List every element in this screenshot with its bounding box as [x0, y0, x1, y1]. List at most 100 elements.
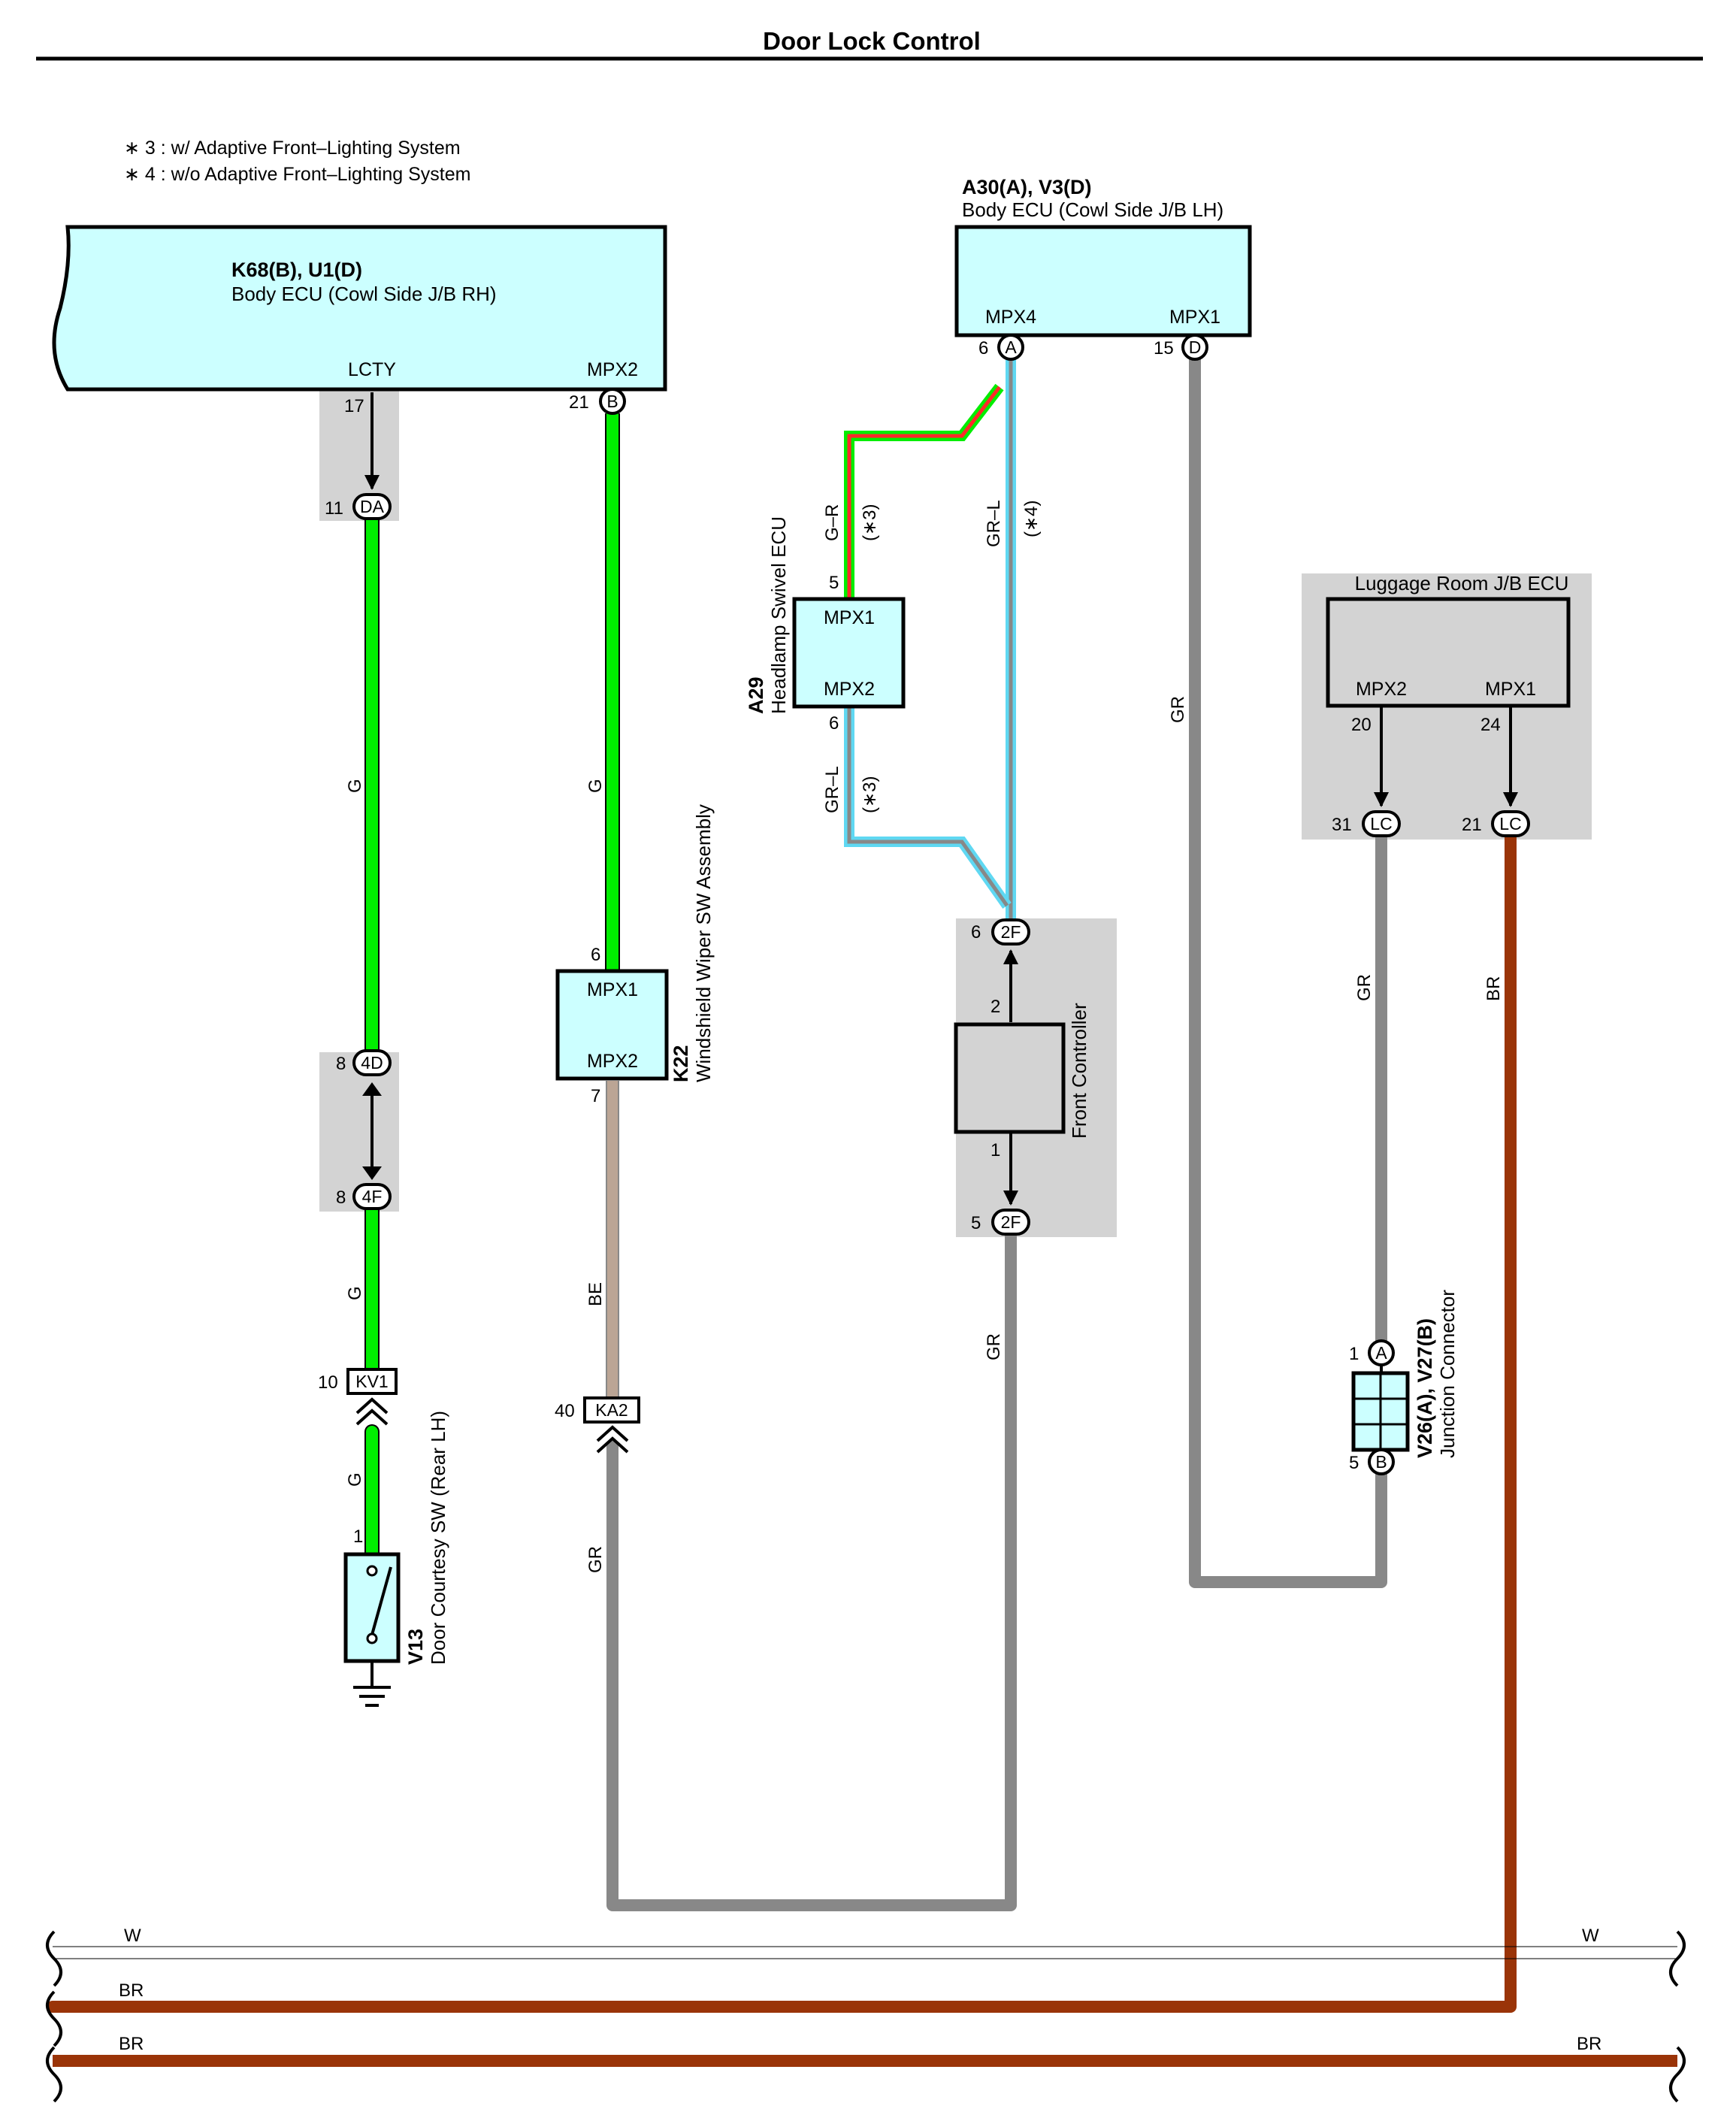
junction-connector — [1351, 1364, 1410, 1458]
bus-label-w-right: W — [1582, 1926, 1599, 1946]
bus-labels: W W BR BR BR — [119, 1926, 1601, 2054]
switch-contact-bottom — [366, 1632, 378, 1644]
page-title: Door Lock Control — [763, 27, 981, 55]
conn-da-label: DA — [360, 497, 385, 516]
conn-d-lh-label: D — [1189, 337, 1202, 357]
wire-label-note4: (∗4) — [1021, 501, 1042, 537]
pin-ka2: 40 — [555, 1401, 575, 1421]
wire-label-br-lc: BR — [1483, 976, 1504, 1001]
conn-lc-left-label: LC — [1370, 814, 1392, 834]
wire-label-g3: G — [345, 1472, 365, 1487]
wire-label-gr-d: GR — [1168, 696, 1188, 723]
conn-4d-label: 4D — [361, 1053, 383, 1073]
pin-fc-top: 6 — [971, 922, 981, 942]
conn-kv1 — [346, 1368, 398, 1395]
wire-gr-l-headlamp — [844, 706, 1012, 909]
wiper-sw-code: K22 — [670, 1045, 692, 1082]
pin-numbers: 17 11 21 8 8 10 1 6 7 40 6 15 5 6 6 2 1 … — [318, 338, 1501, 1547]
wire-label-gr-l-hl: GR–L — [822, 766, 842, 813]
luggage-ecu-pin-mpx1: MPX1 — [1485, 679, 1536, 700]
bus-break-right-2 — [1669, 2046, 1686, 2103]
wire-label-g2: G — [345, 1286, 365, 1300]
conn-kv1-label: KV1 — [355, 1372, 388, 1391]
note-3: ∗ 3 : w/ Adaptive Front–Lighting System — [124, 138, 461, 159]
conn-lc-right-label: LC — [1499, 814, 1521, 834]
wire-g-r — [844, 383, 1004, 598]
wiper-sw-pin-mpx2: MPX2 — [587, 1051, 638, 1072]
body-ecu-lh-pin-mpx1: MPX1 — [1169, 307, 1220, 328]
wire-g-r-stripe — [847, 386, 1001, 598]
connector-labels: DA 4D 4F 2F 2F LC LC B A D A B KV1 KA2 — [355, 337, 1521, 1472]
bus-label-br2-right: BR — [1577, 2034, 1601, 2054]
bus-break-left-3 — [46, 2046, 62, 2103]
conn-lc-right — [1491, 810, 1530, 837]
body-ecu-lh-name: Body ECU (Cowl Side J/B LH) — [962, 198, 1223, 221]
luggage-ecu-box — [1326, 597, 1571, 708]
conn-2f-top-label: 2F — [1001, 922, 1021, 942]
pin-mpx2-rh: 21 — [569, 392, 589, 413]
conn-ka2 — [583, 1396, 640, 1424]
conn-da — [352, 493, 392, 520]
connector-pills — [346, 334, 1530, 1475]
conn-2f-bot-label: 2F — [1001, 1212, 1021, 1232]
conn-jc-b-label: B — [1375, 1452, 1387, 1472]
wire-label-gr-fc: GR — [984, 1333, 1004, 1360]
luggage-ecu-name: Luggage Room J/B ECU — [1355, 572, 1569, 595]
conn-4f — [352, 1183, 392, 1210]
conn-2f-top — [991, 918, 1030, 946]
wire-labels: G G G G BE GR G–R (∗3) GR–L (∗4) GR–L (∗… — [345, 500, 1504, 1573]
wire-gr-mpx1-loop — [1189, 353, 1387, 1588]
pin-lc-right: 21 — [1462, 815, 1482, 835]
junction-connector-name: Junction Connector — [1436, 1290, 1459, 1458]
pin-fc-1: 1 — [990, 1140, 1000, 1160]
courtesy-switch — [343, 1552, 401, 1707]
body-ecu-lh-pin-mpx4: MPX4 — [985, 307, 1036, 328]
ka2-chevron-1 — [596, 1425, 629, 1442]
body-ecu-rh-code: K68(B), U1(D) — [231, 259, 362, 281]
pin-lug-mpx1: 24 — [1480, 715, 1501, 735]
wire-br-lc — [47, 832, 1517, 2013]
body-ecu-lh-code: A30(A), V3(D) — [962, 176, 1092, 198]
wiper-sw-name: Windshield Wiper SW Assembly — [692, 804, 715, 1082]
wire-label-be: BE — [585, 1282, 606, 1306]
wire-label-gr-lc: GR — [1354, 974, 1375, 1001]
kv1-chevron-1 — [355, 1397, 389, 1414]
wire-gr-ka2-loop — [606, 1227, 1017, 1911]
arrowhead-4f-down — [362, 1166, 382, 1180]
conn-a-lh-label: A — [1005, 337, 1017, 357]
switch-blade — [370, 1566, 392, 1635]
pin-lug-mpx2: 20 — [1351, 715, 1372, 735]
conn-jc-a-label: A — [1375, 1343, 1387, 1363]
double-arrowheads — [362, 1082, 382, 1180]
headlamp-swivel-pin-mpx1: MPX1 — [824, 607, 875, 628]
conn-4d — [352, 1049, 392, 1076]
bus-break-left-2 — [46, 1990, 62, 2047]
conn-ka2-label: KA2 — [595, 1400, 628, 1420]
pin-hl-in: 5 — [829, 573, 839, 593]
front-controller-box — [954, 1022, 1066, 1134]
conn-2f-bot — [991, 1209, 1030, 1236]
bus-label-br2-left: BR — [119, 2034, 144, 2054]
wiper-sw-box — [555, 969, 669, 1081]
conn-4f-label: 4F — [362, 1187, 383, 1206]
conn-a-lh — [997, 334, 1024, 361]
conn-b-rh-label: B — [606, 392, 618, 411]
headlamp-swivel-name: Headlamp Swivel ECU — [767, 516, 790, 714]
pin-fc-bot: 5 — [971, 1213, 981, 1233]
headlamp-swivel-pin-mpx2: MPX2 — [824, 679, 875, 700]
pin-lc-left: 31 — [1332, 815, 1352, 835]
conn-lc-left — [1362, 810, 1401, 837]
wire-label-note3b: (∗3) — [860, 776, 880, 813]
bus-break-left-1 — [46, 1930, 62, 1987]
luggage-ecu-pin-mpx2: MPX2 — [1356, 679, 1407, 700]
junction-connector-code: V26(A), V27(B) — [1414, 1318, 1436, 1458]
kv1-chevron-2 — [355, 1408, 389, 1426]
ka2-chevron-2 — [596, 1436, 629, 1454]
courtesy-sw-name: Door Courtesy SW (Rear LH) — [427, 1411, 449, 1665]
courtesy-sw-code: V13 — [404, 1629, 427, 1665]
wire-label-g1: G — [345, 779, 365, 793]
wire-label-gr-l-top: GR–L — [984, 500, 1004, 547]
pin-switch-1: 1 — [353, 1526, 363, 1547]
front-controller-name: Front Controller — [1068, 1003, 1090, 1139]
conn-b-rh — [599, 388, 626, 415]
